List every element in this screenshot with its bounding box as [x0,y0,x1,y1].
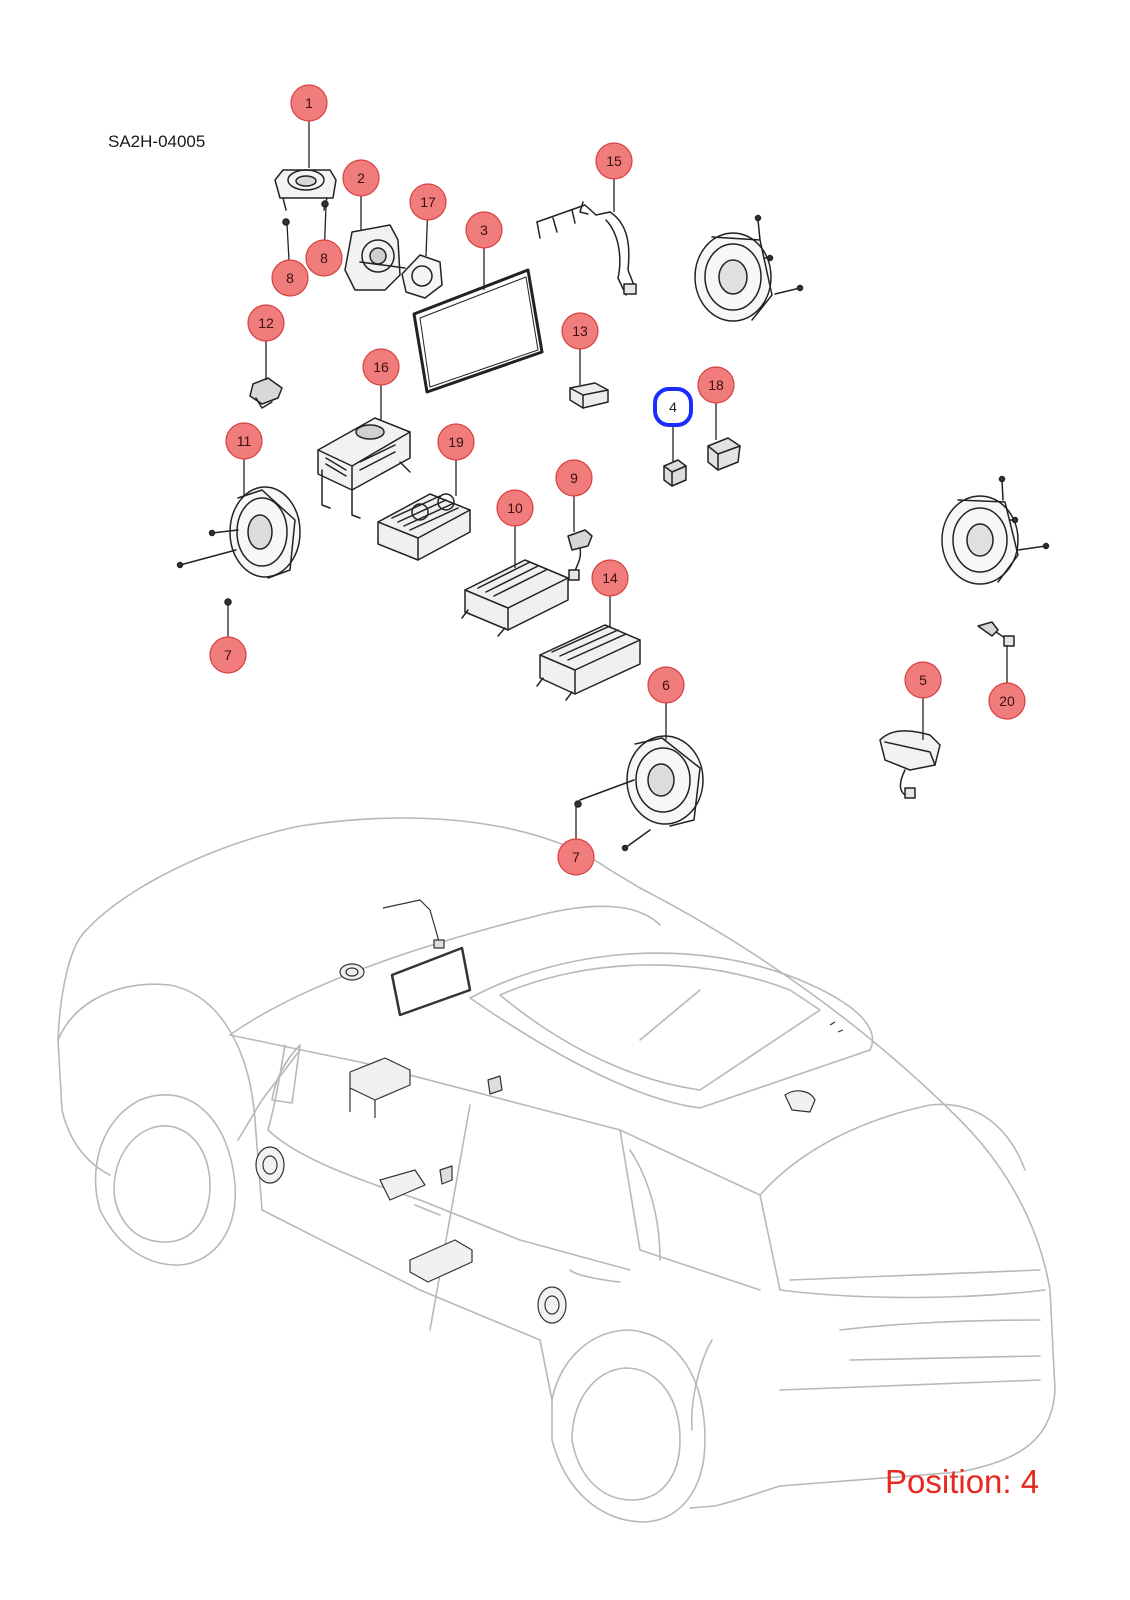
callout-16[interactable]: 16 [362,348,400,386]
door-speaker-rear-left [579,735,704,852]
switch-part-4 [663,459,687,487]
callout-10[interactable]: 10 [496,489,534,527]
callout-marker[interactable] [225,422,263,460]
shark-fin-antenna [879,730,941,799]
callout-number: 8 [286,270,294,286]
vehicle-components [255,899,844,1324]
callout-5[interactable]: 5 [904,661,942,699]
amplifier-19 [377,493,471,561]
callout-9[interactable]: 9 [555,459,593,497]
callout-2[interactable]: 2 [342,159,380,197]
callout-11[interactable]: 11 [225,422,263,460]
callout-number: 18 [708,377,724,393]
callout-number: 15 [606,153,622,169]
position-prefix: Position: [885,1463,1012,1500]
callout-17[interactable]: 17 [409,183,447,221]
callout-number: 10 [507,500,523,516]
callout-number: 6 [662,677,670,693]
callout-marker[interactable] [647,666,685,704]
amplifier-14 [536,624,641,701]
callout-3[interactable]: 3 [465,211,503,249]
callout-marker[interactable] [465,211,503,249]
callout-6[interactable]: 6 [647,666,685,704]
callout-number: 19 [448,434,464,450]
door-speaker-front-left [176,486,301,579]
position-label: Position: 4 [885,1463,1039,1501]
callout-marker[interactable] [904,661,942,699]
callout-marker[interactable] [591,559,629,597]
callout-marker[interactable] [271,259,309,297]
callout-4-highlighted[interactable]: 4 [653,387,693,427]
callout-marker[interactable] [409,183,447,221]
small-module-13 [569,382,609,409]
wiring-harness [536,201,637,296]
callout-marker[interactable] [653,387,693,427]
callout-18[interactable]: 18 [697,366,735,404]
callout-7[interactable]: 7 [557,838,595,876]
callout-number: 13 [572,323,588,339]
callout-marker[interactable] [988,682,1026,720]
parts-line-art [176,169,1050,852]
cable-sensor-20 [977,621,1015,647]
callout-number: 11 [237,433,252,449]
callout-marker[interactable] [209,636,247,674]
callout-8[interactable]: 8 [305,239,343,277]
switch-part-18 [707,437,741,471]
connector-clip [249,377,283,409]
callout-marker[interactable] [555,459,593,497]
callout-19[interactable]: 19 [437,423,475,461]
vehicle-outline [57,817,1056,1523]
callout-number: 14 [602,570,618,586]
callout-marker[interactable] [697,366,735,404]
callout-marker[interactable] [496,489,534,527]
callout-number: 17 [420,194,436,210]
display-panel [412,268,544,394]
callout-8[interactable]: 8 [271,259,309,297]
callout-number: 7 [572,849,580,865]
callout-marker[interactable] [342,159,380,197]
callout-number: 12 [258,315,274,331]
door-speaker-front-right [694,214,804,322]
callout-15[interactable]: 15 [595,142,633,180]
fasteners [224,598,582,808]
callout-20[interactable]: 20 [988,682,1026,720]
head-unit [317,417,411,519]
callout-12[interactable]: 12 [247,304,285,342]
cable-sensor [567,529,593,581]
door-speaker-rear-right [941,475,1050,585]
tweeter-bracket [344,224,406,291]
callout-1[interactable]: 1 [290,84,328,122]
ring-bracket [401,254,443,299]
callout-marker[interactable] [247,304,285,342]
callout-number: 3 [480,222,488,238]
callout-13[interactable]: 13 [561,312,599,350]
callout-marker[interactable] [290,84,328,122]
callout-7[interactable]: 7 [209,636,247,674]
callout-marker[interactable] [362,348,400,386]
amplifier-10 [461,559,569,637]
callout-marker[interactable] [305,239,343,277]
callout-number: 9 [570,470,578,486]
callout-marker[interactable] [557,838,595,876]
callout-number: 16 [373,359,389,375]
callout-number: 5 [919,672,927,688]
callout-marker[interactable] [595,142,633,180]
callout-number: 2 [357,170,365,186]
callout-number: 4 [669,399,677,415]
callout-number: 7 [224,647,232,663]
callout-14[interactable]: 14 [591,559,629,597]
callout-number: 20 [999,693,1015,709]
position-value: 4 [1020,1463,1040,1500]
callout-number: 8 [320,250,328,266]
callout-marker[interactable] [437,423,475,461]
callout-number: 1 [305,95,313,111]
diagram-code: SA2H-04005 [108,132,206,151]
tweeter-speaker [274,169,337,226]
callout-marker[interactable] [561,312,599,350]
